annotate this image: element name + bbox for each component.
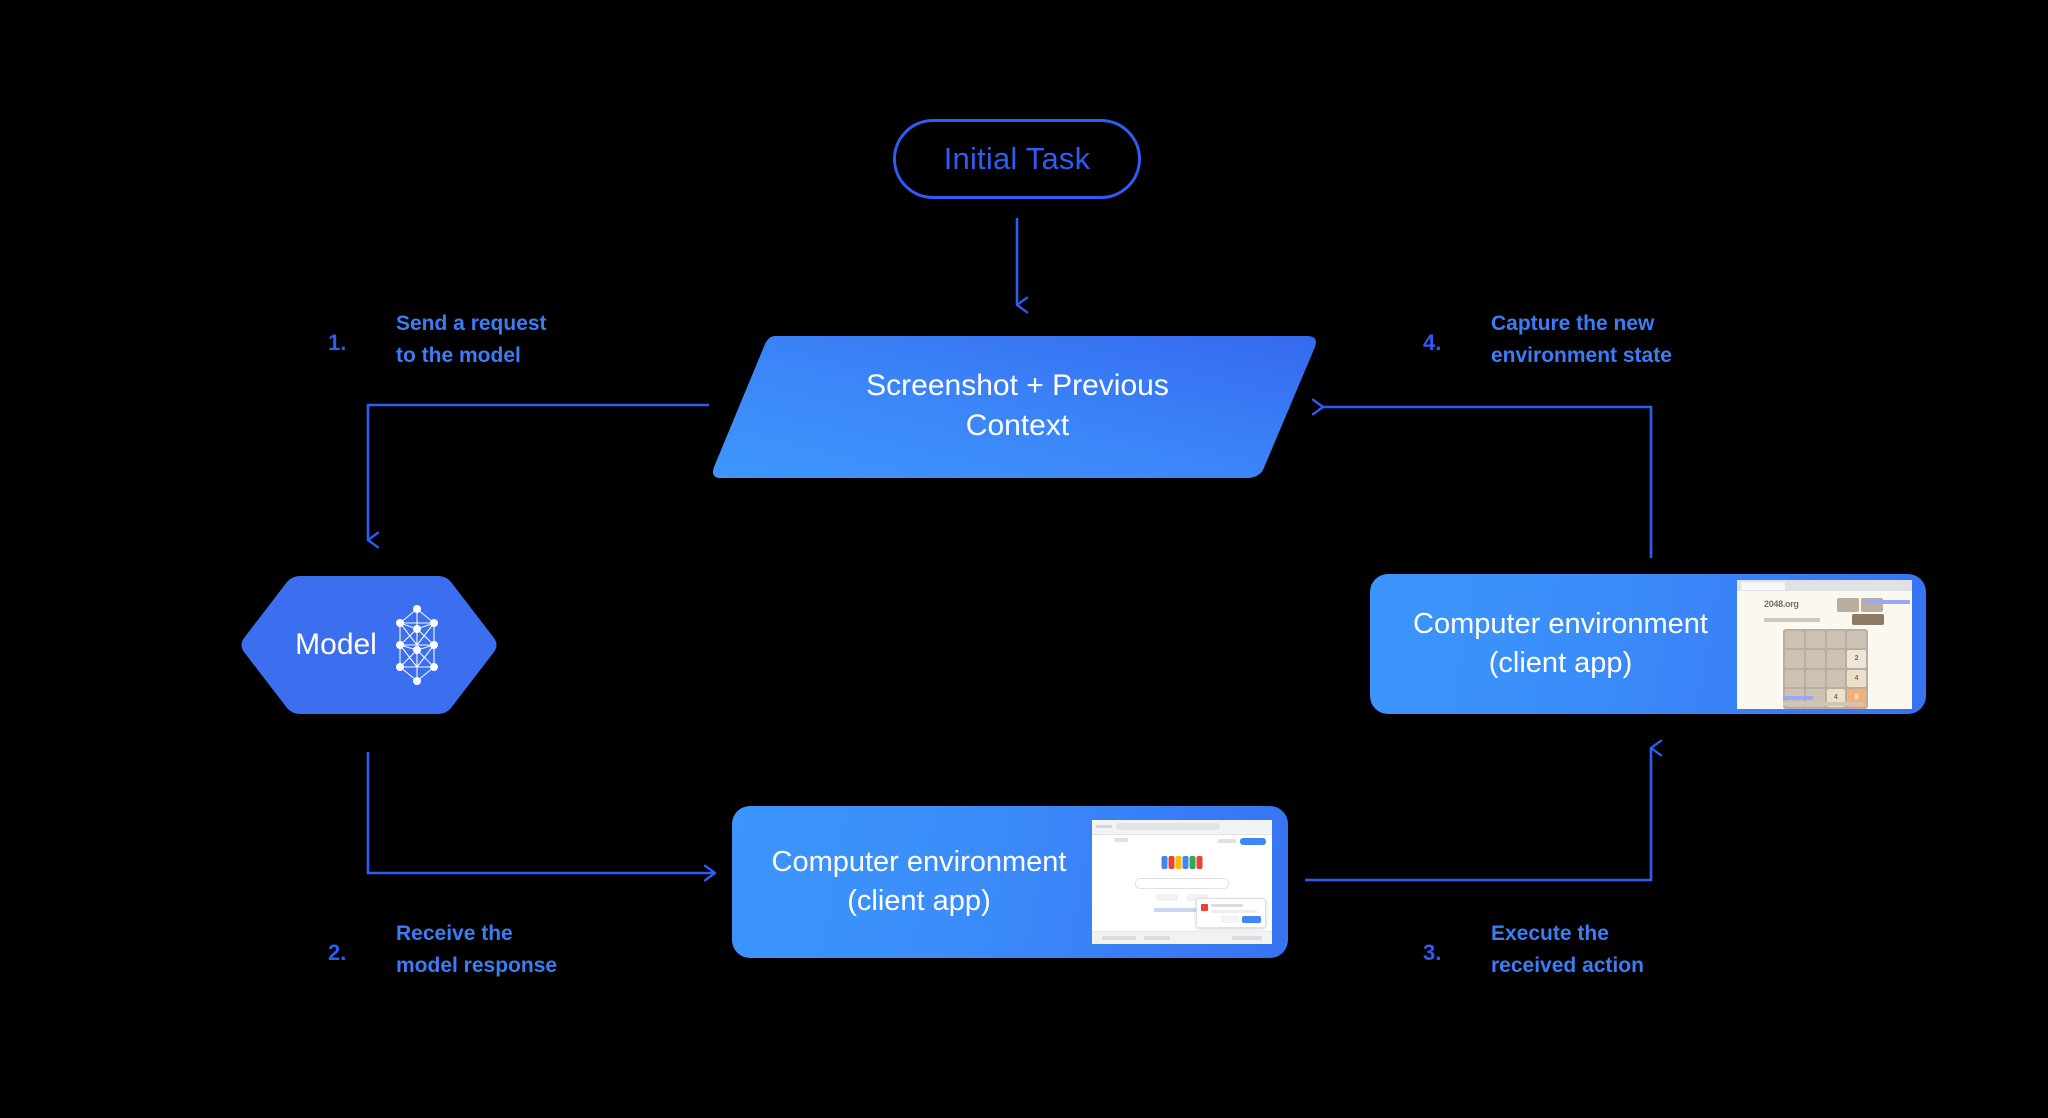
tile: [1826, 630, 1846, 648]
tile: [1847, 630, 1866, 648]
consent-dialog: [1196, 898, 1266, 928]
env-bottom-line2: (client app): [847, 885, 991, 917]
thumbnail-google-search: [1092, 820, 1272, 944]
lucky-button[interactable]: [1186, 894, 1208, 901]
new-game-button[interactable]: [1852, 613, 1884, 625]
context-node[interactable]: Screenshot + Previous Context: [707, 330, 1322, 482]
env-card-right[interactable]: Computer environment (client app) 2048.o…: [1370, 574, 1926, 714]
dialog-primary-button[interactable]: [1242, 916, 1261, 923]
neural-network-icon: [395, 605, 438, 685]
tile: 4: [1847, 669, 1866, 687]
dialog-secondary-button[interactable]: [1221, 916, 1239, 923]
game-brand-label: 2048.org: [1764, 598, 1799, 609]
env-card-right-label: Computer environment (client app): [1370, 605, 1737, 682]
score-box: [1837, 597, 1859, 612]
env-card-bottom-label: Computer environment (client app): [732, 843, 1092, 920]
thumbnail-2048: 2048.org 2: [1737, 579, 1912, 709]
tile: [1805, 669, 1825, 687]
context-node-shape: [712, 336, 1316, 478]
dialog-icon: [1201, 904, 1208, 911]
step-3-number: 3.: [1423, 940, 1442, 965]
dialog-title: [1211, 904, 1243, 907]
dialog-body: [1211, 910, 1257, 913]
env-right-line2: (client app): [1488, 647, 1633, 679]
promo-link: [1866, 599, 1910, 604]
page-footer: [1092, 931, 1272, 944]
browser-tab: [1741, 581, 1785, 590]
tile: [1805, 630, 1825, 648]
game-board: 2 4 4 8: [1783, 628, 1868, 709]
language-links: [1154, 908, 1210, 912]
browser-nav-icons: [1096, 825, 1112, 828]
tile: [1826, 650, 1846, 668]
step-1-text: Send a request to the model: [396, 312, 547, 367]
context-node-line2: Context: [965, 409, 1070, 442]
game-subtitle: [1764, 617, 1820, 622]
context-node-label: Screenshot + Previous Context: [707, 366, 1322, 446]
google-logo: [1161, 856, 1203, 869]
google-search-button[interactable]: [1156, 894, 1178, 901]
page-left-label: [1114, 838, 1128, 842]
initial-task-label: Initial Task: [943, 141, 1091, 176]
step-2-number: 2.: [328, 940, 347, 965]
env-right-line1: Computer environment: [1413, 608, 1708, 641]
browser-chrome-bar: [1737, 579, 1912, 591]
page-top-links: [1218, 839, 1236, 843]
model-node-label: Model: [295, 628, 377, 661]
search-buttons: [1156, 894, 1208, 901]
tile: [1785, 650, 1804, 668]
env-card-bottom[interactable]: Computer environment (client app): [732, 806, 1288, 958]
game-footer-text: [1783, 701, 1863, 706]
initial-task-node[interactable]: Initial Task: [893, 119, 1141, 199]
tile: 2: [1847, 650, 1866, 668]
tile: [1805, 650, 1825, 668]
step-3-text: Execute the received action: [1491, 922, 1644, 977]
search-input[interactable]: [1135, 878, 1229, 889]
env-bottom-line1: Computer environment: [771, 846, 1067, 879]
model-node-shape: [241, 576, 497, 714]
tile: [1785, 669, 1804, 687]
model-node[interactable]: Model: [238, 574, 500, 716]
game-page: 2048.org 2: [1737, 590, 1912, 709]
step-1-number: 1.: [328, 330, 347, 355]
address-field: [1116, 823, 1220, 830]
game-footer-link[interactable]: [1783, 695, 1813, 700]
tile: [1826, 669, 1846, 687]
step-2-text: Receive the model response: [396, 922, 558, 977]
sign-in-button[interactable]: [1240, 838, 1266, 845]
step-4-text: Capture the new environment state: [1491, 312, 1672, 367]
step-4-number: 4.: [1423, 330, 1442, 355]
tile: [1785, 630, 1804, 648]
context-node-line1: Screenshot + Previous: [866, 369, 1169, 403]
browser-address-bar: [1092, 820, 1272, 835]
